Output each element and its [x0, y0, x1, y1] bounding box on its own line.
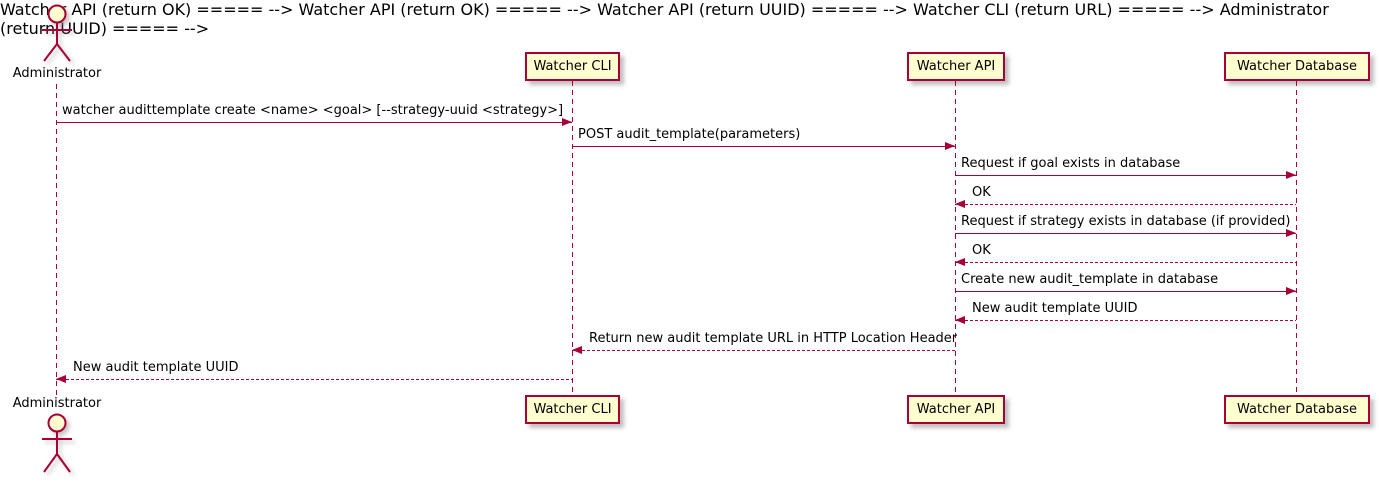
message-2-label: POST audit_template(parameters) — [578, 127, 801, 142]
message-6-arrowhead-left-icon — [955, 258, 965, 266]
message-6-line — [955, 262, 1296, 263]
administrator-label-bottom: Administrator — [12, 396, 102, 411]
administrator-actor-icon-bottom — [42, 413, 72, 473]
message-7-arrowhead-right-icon — [1286, 287, 1296, 295]
message-1-line — [56, 122, 572, 123]
participant-box-watcher-cli-top: Watcher CLI — [525, 52, 620, 81]
message-9-line — [572, 350, 955, 351]
message-8-line — [955, 320, 1296, 321]
lifeline-watcher-cli — [572, 81, 573, 395]
message-8-arrowhead-left-icon — [955, 316, 965, 324]
participant-box-watcher-cli-bottom: Watcher CLI — [525, 395, 620, 424]
message-3-line — [955, 175, 1296, 176]
administrator-actor-icon-top — [42, 4, 72, 62]
message-4-arrowhead-left-icon — [955, 200, 965, 208]
message-10-line — [56, 379, 572, 380]
message-5-line — [955, 233, 1296, 234]
message-4-line — [955, 204, 1296, 205]
participant-box-watcher-api-top: Watcher API — [907, 52, 1005, 81]
message-6-label: OK — [972, 243, 991, 258]
participant-box-watcher-database-top: Watcher Database — [1224, 52, 1370, 81]
message-5-arrowhead-right-icon — [1286, 229, 1296, 237]
message-2-line — [572, 146, 955, 147]
message-9-label: Return new audit template URL in HTTP Lo… — [589, 331, 958, 346]
lifeline-administrator — [56, 84, 57, 396]
message-5-label: Request if strategy exists in database (… — [961, 214, 1291, 229]
message-8-label: New audit template UUID — [972, 301, 1138, 316]
lifeline-watcher-database — [1296, 81, 1297, 395]
message-7-line — [955, 291, 1296, 292]
message-1-arrowhead-right-icon — [562, 118, 572, 126]
message-3-arrowhead-right-icon — [1286, 171, 1296, 179]
lifeline-watcher-api — [955, 81, 956, 395]
participant-box-watcher-api-bottom: Watcher API — [907, 395, 1005, 424]
administrator-label-top: Administrator — [12, 66, 102, 81]
message-2-arrowhead-right-icon — [945, 142, 955, 150]
participant-box-watcher-database-bottom: Watcher Database — [1224, 395, 1370, 424]
message-10-label: New audit template UUID — [73, 360, 239, 375]
message-3-label: Request if goal exists in database — [961, 156, 1181, 171]
message-9-arrowhead-left-icon — [572, 346, 582, 354]
message-7-label: Create new audit_template in database — [961, 272, 1219, 287]
message-10-arrowhead-left-icon — [56, 375, 66, 383]
message-1-label: watcher audittemplate create <name> <goa… — [62, 103, 564, 118]
message-4-label: OK — [972, 185, 991, 200]
